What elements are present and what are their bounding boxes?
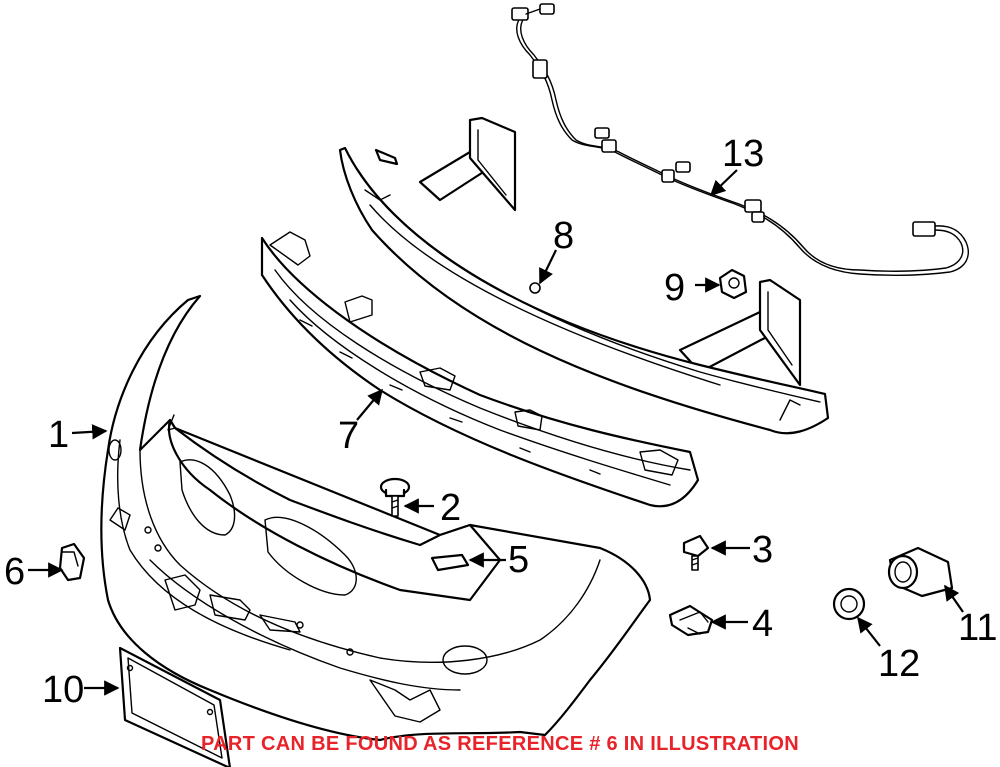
callout-13: 13: [722, 133, 764, 175]
bumper-cover-part: [100, 294, 652, 742]
clip-nut-part: [668, 604, 714, 637]
callout-7: 7: [338, 415, 359, 457]
nut-part: [718, 268, 748, 300]
callout-labels: 1 2 3 4 5 6 7 8 9 10 11 12 13: [4, 133, 997, 711]
sensor-grommet-part: [832, 587, 866, 621]
cap-part: [58, 542, 86, 582]
parking-sensor-part: [887, 546, 954, 598]
bracket-piece-part: [430, 553, 470, 572]
license-plate-bracket-part: [118, 646, 231, 767]
callout-1: 1: [48, 414, 69, 456]
callout-2: 2: [440, 487, 461, 529]
callout-9: 9: [664, 267, 685, 309]
wiring-harness-part: [511, 3, 969, 277]
grille-panel-part: [167, 414, 502, 602]
callout-3: 3: [752, 529, 773, 571]
callout-8: 8: [553, 215, 574, 257]
energy-absorber-part: [260, 231, 700, 508]
callout-10: 10: [42, 669, 84, 711]
callout-5: 5: [508, 539, 529, 581]
leader-lines: [28, 169, 964, 696]
callout-11: 11: [958, 607, 997, 649]
bolt-part: [682, 534, 710, 571]
callout-6: 6: [4, 551, 25, 593]
bumper-carrier-part: [338, 116, 830, 435]
screw-part: [379, 477, 411, 517]
callout-4: 4: [752, 603, 773, 645]
reference-caption: PART CAN BE FOUND AS REFERENCE # 6 IN IL…: [201, 733, 799, 755]
callout-12: 12: [878, 643, 920, 685]
